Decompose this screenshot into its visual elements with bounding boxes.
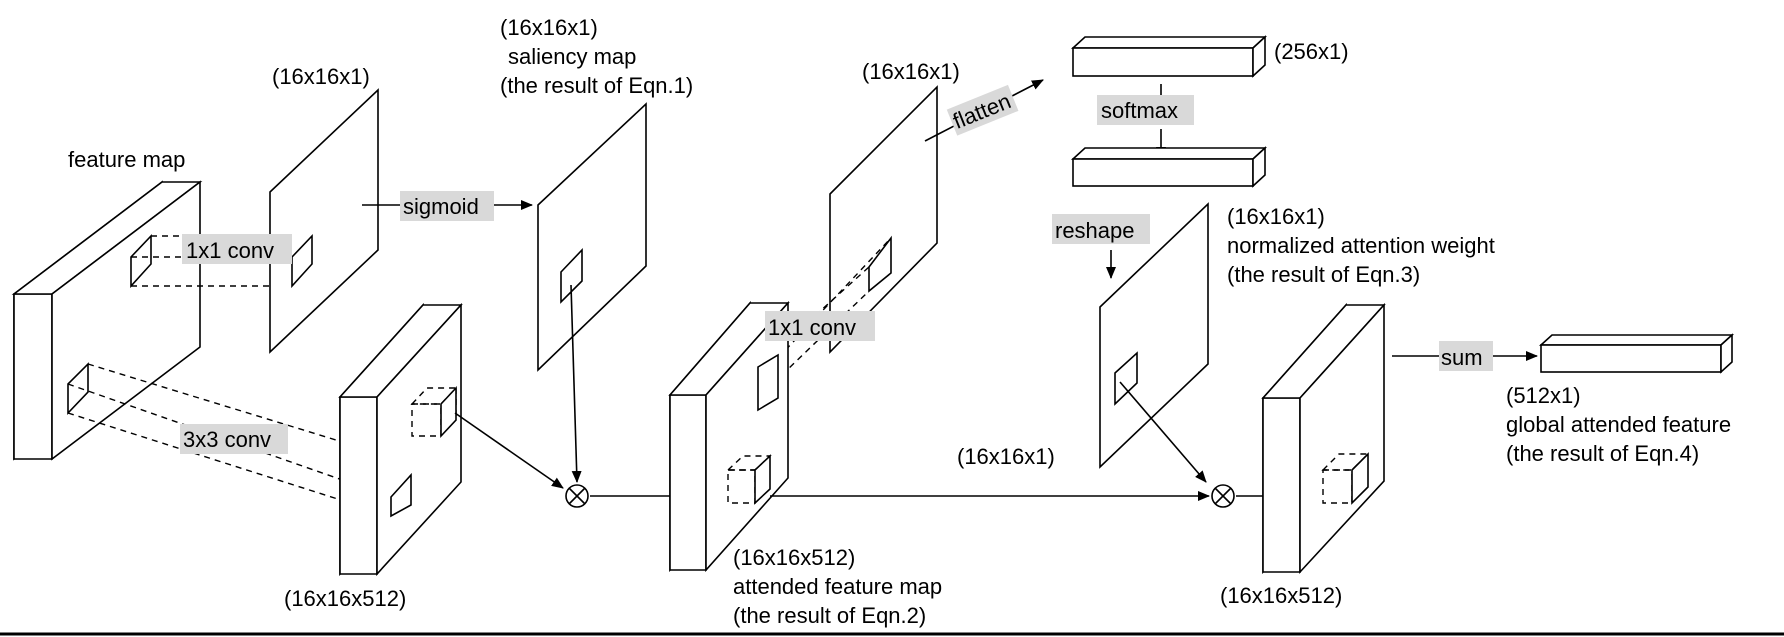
vector-512x1 (1538, 333, 1735, 374)
dim-mid-label: (16x16x1) (862, 59, 960, 84)
attended-name-label: attended feature map (733, 574, 942, 599)
block-to-multiply-arrow (454, 412, 564, 489)
conv3x3-label: 3x3 conv (183, 427, 271, 452)
conv1x1-mid-label: 1x1 conv (768, 315, 856, 340)
attended-dim-label: (16x16x512) (733, 545, 855, 570)
reshape-label: reshape (1055, 218, 1135, 243)
dim-low-label: (16x16x1) (957, 444, 1055, 469)
dim-top-label: (16x16x1) (272, 64, 370, 89)
dim-right-block-label: (16x16x512) (1220, 583, 1342, 608)
softmax-label: softmax (1101, 98, 1178, 123)
flatten-label: flatten (949, 88, 1014, 134)
saliency-dim-label: (16x16x1) (500, 15, 598, 40)
conv-output-plane (269, 88, 379, 354)
feature-map-label: feature map (68, 147, 185, 172)
global-name-label: global attended feature (1506, 412, 1731, 437)
norm-eqn-label: (the result of Eqn.3) (1227, 262, 1420, 287)
feature-map-block (11, 180, 203, 461)
vector-softmax (1070, 146, 1268, 188)
dim-left-block-label: (16x16x512) (284, 586, 406, 611)
sigmoid-label: sigmoid (403, 194, 479, 219)
vector-256x1 (1070, 35, 1268, 78)
saliency-eqn-label: (the result of Eqn.1) (500, 73, 693, 98)
conv3x3-output-block (338, 302, 463, 577)
saliency-to-multiply-arrow (570, 284, 582, 483)
attended-feature-map-block (668, 300, 790, 573)
conv3x3-projection-lines (67, 363, 412, 517)
global-dim-label: (512x1) (1506, 383, 1581, 408)
norm-name-label: normalized attention weight (1227, 233, 1495, 258)
weight-to-multiply-arrow (1119, 381, 1207, 483)
dim-256-label: (256x1) (1274, 39, 1349, 64)
normalized-attention-plane (1099, 202, 1209, 469)
final-attended-block (1261, 302, 1386, 575)
attended-eqn-label: (the result of Eqn.2) (733, 603, 926, 628)
global-eqn-label: (the result of Eqn.4) (1506, 441, 1699, 466)
multiply-icon-2 (1211, 484, 1235, 508)
norm-dim-label: (16x16x1) (1227, 204, 1325, 229)
sum-label: sum (1441, 345, 1483, 370)
saliency-map-plane (537, 102, 647, 372)
saliency-name-label: saliency map (508, 44, 636, 69)
conv1x1-left-label: 1x1 conv (186, 238, 274, 263)
multiply-icon-1 (565, 484, 589, 508)
attention-conv-plane (829, 85, 938, 354)
